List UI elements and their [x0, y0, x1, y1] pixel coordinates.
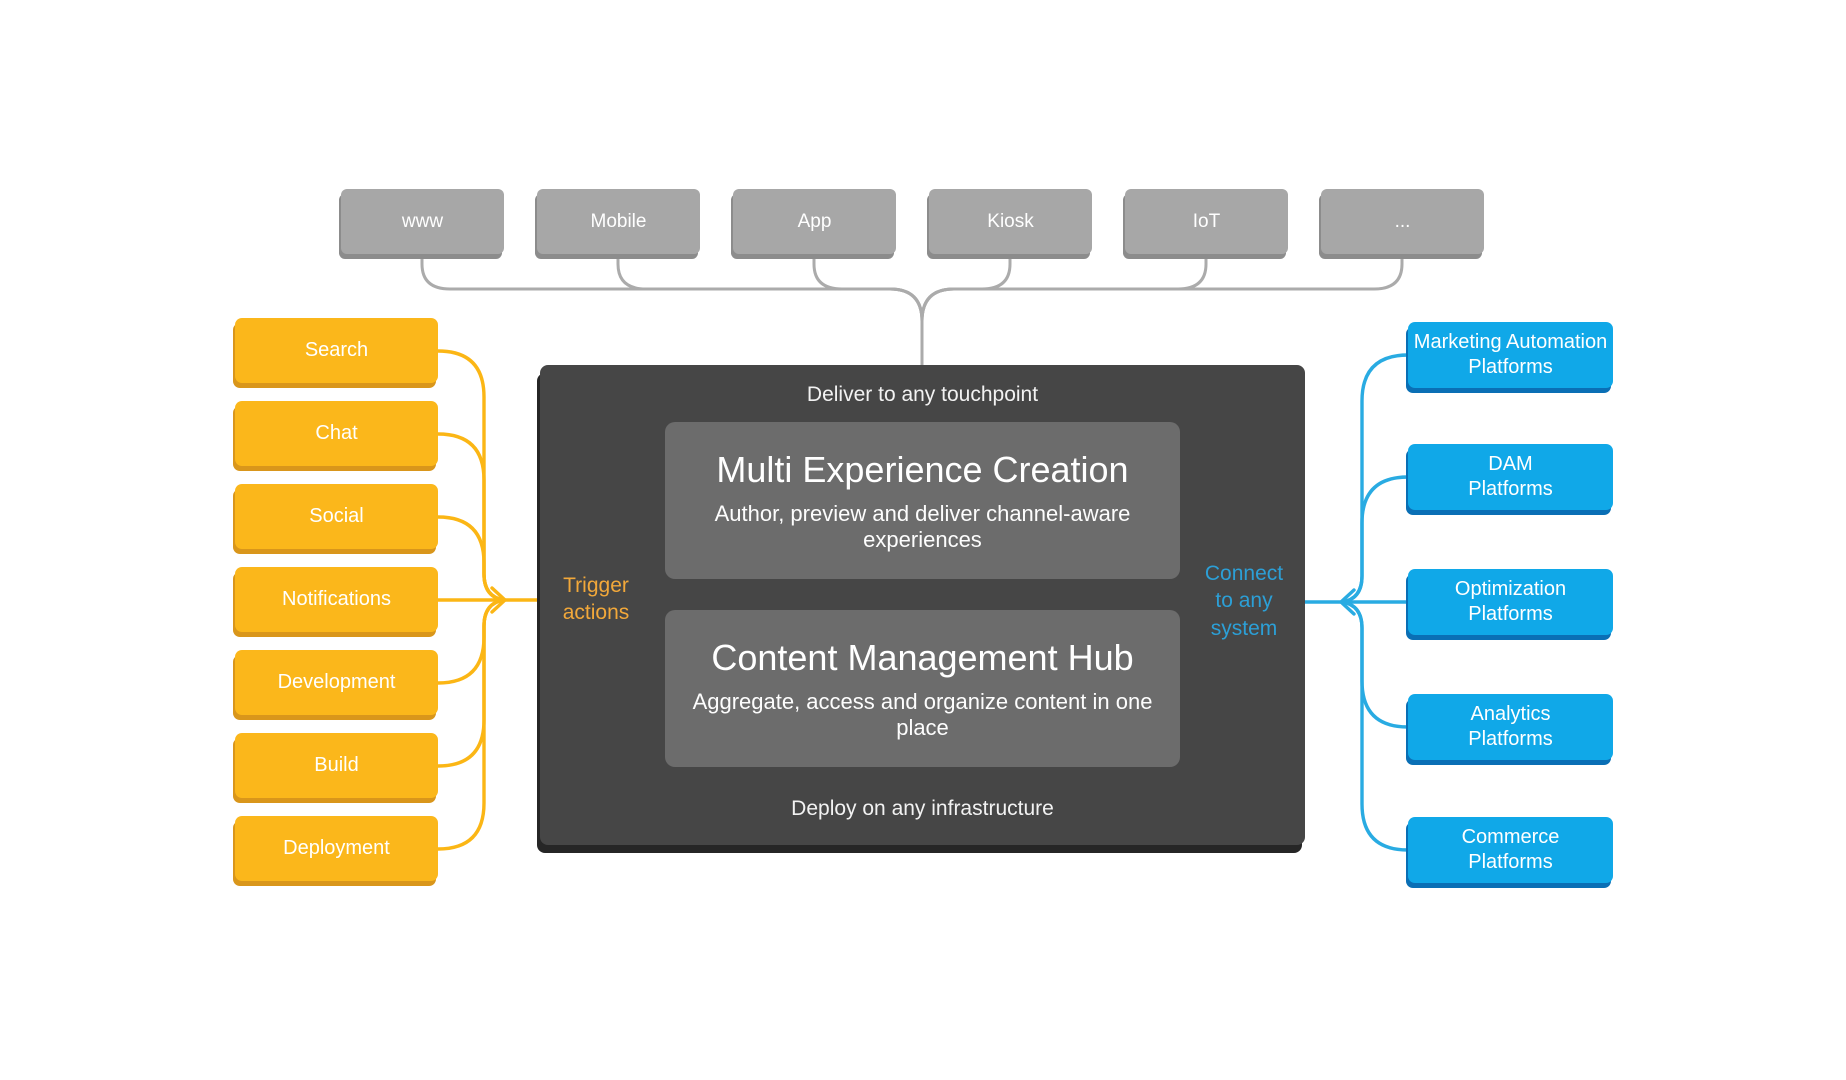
- action-box-build: Build: [235, 733, 438, 798]
- platform-box-analytics: Analytics Platforms: [1408, 694, 1613, 760]
- action-box-chat: Chat: [235, 401, 438, 466]
- platform-box-optimization: Optimization Platforms: [1408, 569, 1613, 635]
- platform-box-commerce: Commerce Platforms: [1408, 817, 1613, 883]
- touchpoint-box-iot: IoT: [1125, 189, 1288, 254]
- trigger-actions-label: Trigger actions: [562, 574, 630, 625]
- left-arrowhead: [1338, 588, 1356, 616]
- mec-subtitle: Author, preview and deliver channel-awar…: [714, 500, 1131, 552]
- touchpoint-box-app: App: [733, 189, 896, 254]
- touchpoint-box-kiosk: Kiosk: [929, 189, 1092, 254]
- deploy-label: Deploy on any infrastructure: [791, 797, 1054, 820]
- cmh-panel: Content Management Hub Aggregate, access…: [665, 610, 1180, 767]
- right-arrowhead: [490, 586, 508, 614]
- mec-panel: Multi Experience Creation Author, previe…: [665, 422, 1180, 579]
- cmh-subtitle: Aggregate, access and organize content i…: [692, 688, 1153, 740]
- mec-title: Multi Experience Creation: [716, 448, 1129, 490]
- deliver-label: Deliver to any touchpoint: [806, 383, 1039, 406]
- cmh-title: Content Management Hub: [711, 636, 1134, 678]
- action-box-notifications: Notifications: [235, 567, 438, 632]
- connect-system-label: Connect to any system: [1204, 562, 1284, 640]
- hub-panel: Deliver to any touchpoint Multi Experien…: [540, 365, 1305, 845]
- yellow-connectors: [436, 349, 542, 851]
- action-box-development: Development: [235, 650, 438, 715]
- blue-connectors: [1303, 353, 1410, 852]
- action-box-search: Search: [235, 318, 438, 383]
- action-box-deployment: Deployment: [235, 816, 438, 881]
- action-box-social: Social: [235, 484, 438, 549]
- platform-box-dam: DAM Platforms: [1408, 444, 1613, 510]
- gray-connectors: [420, 252, 1404, 367]
- touchpoint-box-www: www: [341, 189, 504, 254]
- touchpoint-box-mobile: Mobile: [537, 189, 700, 254]
- platform-box-marketing-automation: Marketing Automation Platforms: [1408, 322, 1613, 388]
- touchpoint-box-more: ...: [1321, 189, 1484, 254]
